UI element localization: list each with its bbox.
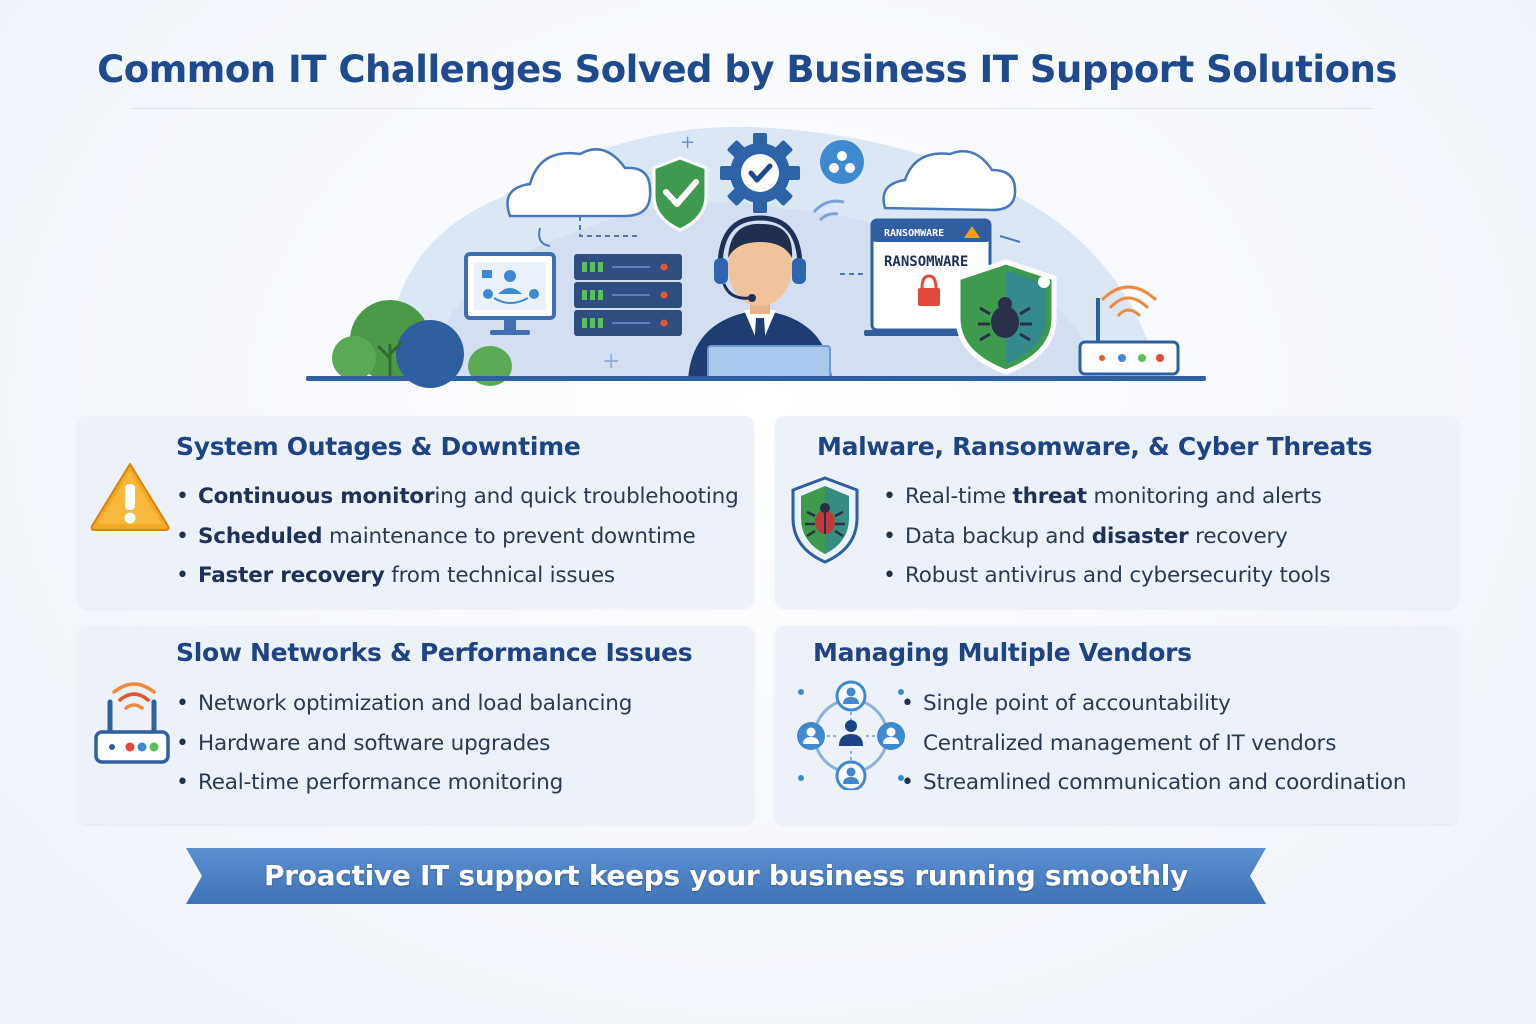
monitor-icon <box>464 252 556 335</box>
list-item: Hardware and software upgrades <box>176 724 632 764</box>
list-item: Real-time threat monitoring and alerts <box>883 477 1330 517</box>
card-bullet-list: Single point of accountability Centraliz… <box>901 684 1406 803</box>
vendor-network-icon <box>797 680 905 790</box>
hero-illustration: + + <box>306 126 1206 388</box>
svg-text:+: + <box>602 349 620 374</box>
cloud-icon-right <box>882 150 1017 212</box>
list-item: Single point of accountability <box>901 684 1406 724</box>
list-item: Continuous monitoring and quick troubleh… <box>176 477 739 517</box>
card-title: Managing Multiple Vendors <box>813 638 1192 667</box>
card-title: System Outages & Downtime <box>176 432 581 461</box>
list-item: Faster recovery from technical issues <box>176 556 739 596</box>
list-item: Streamlined communication and coordinati… <box>901 763 1406 803</box>
warning-icon <box>90 463 170 531</box>
cloud-icon-left <box>506 148 652 218</box>
svg-text:+: + <box>680 132 695 153</box>
footer-tagline: Proactive IT support keeps your business… <box>263 859 1188 892</box>
shield-bug-icon <box>791 476 859 564</box>
card-bullet-list: Real-time threat monitoring and alerts D… <box>883 477 1331 596</box>
ransomware-screen: RANSOMWARE RANSOMWARE <box>864 218 998 336</box>
list-item: Network optimization and load balancing <box>176 684 632 724</box>
ransomware-banner: RANSOMWARE <box>884 228 944 239</box>
router-icon-hero <box>1078 285 1180 376</box>
card-bullet-list: Continuous monitoring and quick troubleh… <box>176 477 739 596</box>
card-bullet-list: Network optimization and load balancing … <box>176 684 632 803</box>
card-title: Slow Networks & Performance Issues <box>176 638 693 667</box>
footer-ribbon <box>186 848 1266 904</box>
card-slow-networks: Slow Networks & Performance Issues Netwo… <box>78 626 754 824</box>
list-item: Robust antivirus and cybersecurity tools <box>883 556 1331 596</box>
card-system-outages: System Outages & Downtime Continuous mon… <box>78 416 754 608</box>
laptop-icon <box>707 345 831 381</box>
security-shield-bug-icon <box>955 259 1057 375</box>
server-icon <box>574 254 682 336</box>
people-network-icon <box>820 140 864 184</box>
wifi-signal-icon <box>812 199 845 222</box>
router-icon <box>94 682 170 764</box>
list-item: Real-time performance monitoring <box>176 763 632 803</box>
title-divider <box>130 108 1374 109</box>
card-managing-vendors: Managing Multiple Vendors <box>775 626 1458 824</box>
card-title: Malware, Ransomware, & Cyber Threats <box>817 432 1373 461</box>
gear-check-icon <box>720 133 800 213</box>
shield-check-icon <box>652 156 708 232</box>
list-item: Data backup and disaster recovery <box>883 517 1330 557</box>
list-item: Centralized management of IT vendors <box>923 730 1337 756</box>
list-item: Scheduled maintenance to prevent downtim… <box>176 517 739 557</box>
ransomware-label: RANSOMWARE <box>884 254 968 270</box>
page-title: Common IT Challenges Solved by Business … <box>97 48 1397 91</box>
card-malware-threats: Malware, Ransomware, & Cyber Threats Rea… <box>775 416 1458 608</box>
